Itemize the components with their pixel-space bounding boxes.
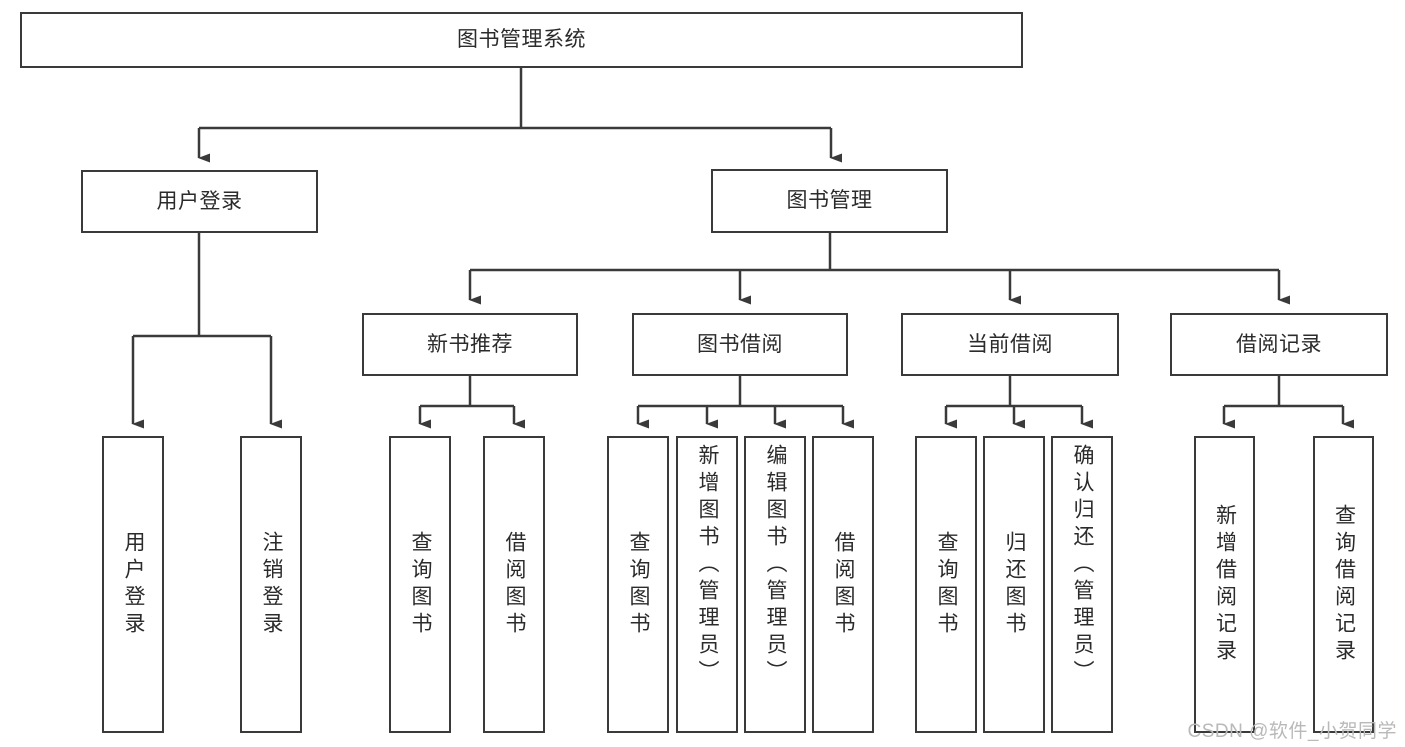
node-label: 查询图书 [935, 530, 958, 639]
leaf-edit-book[interactable]: 编辑图书（管理员） [744, 436, 806, 733]
node-label: 当前借阅 [967, 332, 1053, 356]
node-label: 注销登录 [260, 530, 283, 639]
leaf-return-book[interactable]: 归还图书 [983, 436, 1045, 733]
node-label: 借阅记录 [1236, 332, 1322, 356]
leaf-add-book[interactable]: 新增图书（管理员） [676, 436, 738, 733]
leaf-borrow-book-2[interactable]: 借阅图书 [812, 436, 874, 733]
node-label: 新增借阅记录 [1213, 503, 1237, 666]
node-label: 新书推荐 [427, 332, 513, 356]
leaf-logout-login[interactable]: 注销登录 [240, 436, 302, 733]
node-user-login[interactable]: 用户登录 [81, 170, 318, 233]
node-label: 用户登录 [122, 530, 145, 639]
leaf-query-book-3[interactable]: 查询图书 [915, 436, 977, 733]
node-label: 借阅图书 [832, 530, 855, 639]
leaf-query-book-1[interactable]: 查询图书 [389, 436, 451, 733]
node-label: 图书管理系统 [457, 28, 586, 51]
node-label: 归还图书 [1003, 530, 1026, 639]
watermark: CSDN @软件_小贺同学 [1187, 721, 1397, 742]
node-label: 用户登录 [156, 189, 243, 213]
node-current-borrow[interactable]: 当前借阅 [901, 313, 1119, 376]
node-label: 图书借阅 [697, 332, 783, 356]
node-label: 查询借阅记录 [1332, 503, 1356, 666]
leaf-query-record[interactable]: 查询借阅记录 [1313, 436, 1374, 733]
node-label: 确认归还（管理员） [1071, 444, 1094, 687]
leaf-borrow-book-1[interactable]: 借阅图书 [483, 436, 545, 733]
node-label: 查询图书 [409, 530, 432, 639]
leaf-confirm-return[interactable]: 确认归还（管理员） [1051, 436, 1113, 733]
node-borrow-record[interactable]: 借阅记录 [1170, 313, 1388, 376]
node-root[interactable]: 图书管理系统 [20, 12, 1023, 68]
leaf-user-login[interactable]: 用户登录 [102, 436, 164, 733]
node-new-book-recommend[interactable]: 新书推荐 [362, 313, 578, 376]
leaf-add-record[interactable]: 新增借阅记录 [1194, 436, 1255, 733]
node-book-manage[interactable]: 图书管理 [711, 169, 948, 233]
node-book-borrow[interactable]: 图书借阅 [632, 313, 848, 376]
node-label: 查询图书 [627, 530, 650, 639]
node-label: 图书管理 [786, 189, 873, 212]
node-label: 借阅图书 [503, 530, 526, 639]
node-label: 新增图书（管理员） [696, 444, 719, 687]
node-label: 编辑图书（管理员） [764, 444, 787, 687]
leaf-query-book-2[interactable]: 查询图书 [607, 436, 669, 733]
